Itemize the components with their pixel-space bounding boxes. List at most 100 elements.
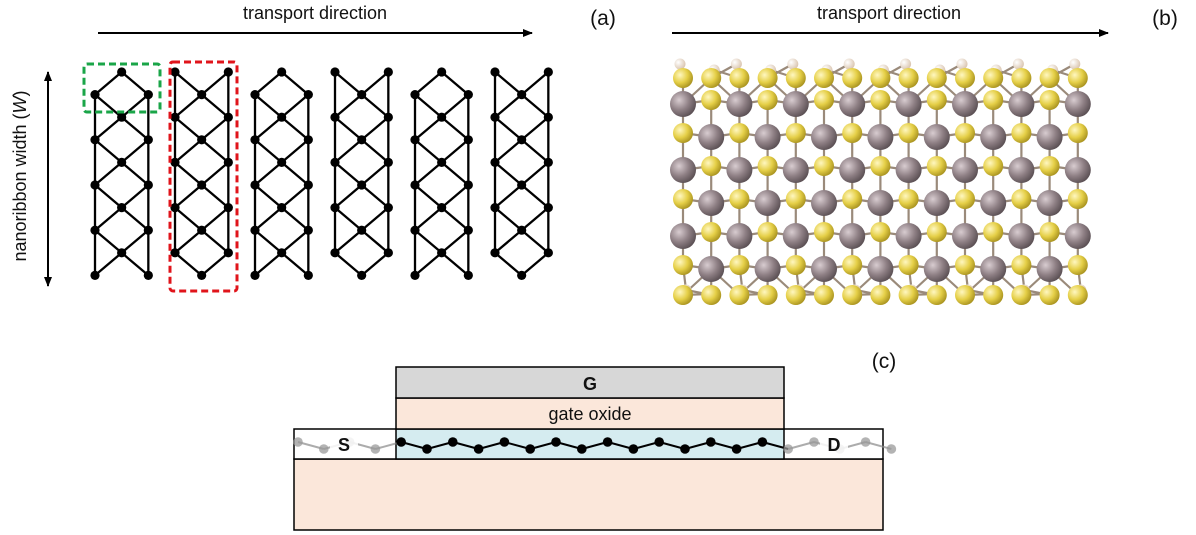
chalcogen-atom xyxy=(898,123,919,143)
lattice-bond xyxy=(94,116,123,141)
lattice-bond xyxy=(280,71,310,96)
carbon-atom xyxy=(543,67,553,77)
metal-atom xyxy=(1036,256,1063,282)
carbon-atom xyxy=(143,90,153,100)
chain-atom xyxy=(551,437,561,447)
lattice-bond xyxy=(120,71,150,96)
chain-atom xyxy=(809,437,819,447)
carbon-atom xyxy=(143,180,153,190)
chalcogen-atom xyxy=(898,68,919,88)
metal-atom xyxy=(1064,91,1091,117)
lattice-bond xyxy=(414,161,443,186)
lattice-bond xyxy=(94,71,123,96)
lattice-bond xyxy=(334,184,363,209)
hydrogen-atom xyxy=(674,58,686,70)
chalcogen-atom xyxy=(1039,68,1060,88)
metal-atom xyxy=(726,157,753,183)
chain-atom xyxy=(783,444,793,454)
chain-atom xyxy=(731,444,742,454)
chalcogen-atom xyxy=(898,285,919,305)
metal-atom xyxy=(839,91,866,117)
carbon-atom xyxy=(223,67,233,77)
chalcogen-atom xyxy=(870,222,891,242)
chalcogen-atom xyxy=(870,156,891,176)
lattice-bond xyxy=(254,93,283,119)
chalcogen-atom xyxy=(814,156,834,176)
carbon-atom xyxy=(543,248,553,258)
carbon-atom xyxy=(90,135,100,145)
carbon-atom xyxy=(90,90,100,100)
chain-atom xyxy=(448,437,458,447)
lattice-bond xyxy=(520,251,550,277)
metal-atom xyxy=(754,124,781,150)
lattice-bond xyxy=(174,116,203,141)
chalcogen-atom xyxy=(1011,189,1032,209)
lattice-bond xyxy=(334,251,363,277)
metal-atom xyxy=(839,157,866,183)
lattice-bond xyxy=(94,184,123,209)
carbon-atom xyxy=(383,157,393,167)
lattice-bond xyxy=(494,71,523,96)
lattice-bond xyxy=(414,71,443,96)
chalcogen-atom xyxy=(1067,189,1088,209)
carbon-atom xyxy=(143,270,153,280)
carbon-atom xyxy=(143,225,153,235)
chalcogen-atom xyxy=(701,90,722,110)
metal-atom xyxy=(811,124,837,150)
lattice-bond xyxy=(120,161,150,186)
lattice-bond xyxy=(414,206,443,232)
carbon-atom xyxy=(197,90,207,100)
chalcogen-atom xyxy=(1039,90,1060,110)
carbon-atom xyxy=(143,135,153,145)
carbon-atom xyxy=(197,225,207,235)
lattice-bond xyxy=(94,206,123,232)
chalcogen-atom xyxy=(1011,255,1032,275)
carbon-atom xyxy=(383,203,393,213)
chalcogen-atom xyxy=(757,68,778,88)
chalcogen-atom xyxy=(729,255,750,275)
lattice-bond xyxy=(174,93,203,119)
transport-direction-label-a: transport direction xyxy=(243,3,387,23)
gate-oxide xyxy=(395,397,785,430)
chalcogen-atom xyxy=(955,68,975,88)
hydrogen-atom xyxy=(787,58,799,70)
chalcogen-atom xyxy=(673,255,693,275)
metal-atom xyxy=(952,157,978,183)
carbon-atom xyxy=(517,270,527,280)
chalcogen-atom xyxy=(729,285,750,305)
carbon-atom xyxy=(223,248,233,258)
carbon-atom xyxy=(410,135,420,145)
chalcogen-atom xyxy=(1039,156,1060,176)
transport-direction-label-b: transport direction xyxy=(817,3,961,23)
source-label: S xyxy=(338,435,350,455)
lattice-bond xyxy=(200,138,230,164)
metal-atom xyxy=(811,190,837,216)
lattice-bond xyxy=(334,138,363,164)
lattice-bond xyxy=(94,251,123,277)
lattice-bond xyxy=(200,161,230,186)
chalcogen-atom xyxy=(757,90,778,110)
lattice-bond xyxy=(200,93,230,119)
lattice-bond xyxy=(360,116,390,141)
carbon-atom xyxy=(117,248,127,258)
chalcogen-atom xyxy=(1039,222,1060,242)
lattice-bond xyxy=(440,184,470,209)
lattice-bond xyxy=(174,206,203,232)
carbon-atom xyxy=(463,90,473,100)
lattice-bond xyxy=(94,138,123,164)
lattice-bond xyxy=(360,229,390,254)
chain-atom xyxy=(422,444,432,454)
source-label-backdrop xyxy=(330,434,358,454)
chain-atom xyxy=(602,437,613,447)
carbon-atom xyxy=(90,270,100,280)
carbon-atom xyxy=(250,90,260,100)
lattice-bond xyxy=(94,93,123,119)
lattice-bond xyxy=(174,251,203,277)
hydrogen-atom xyxy=(1069,58,1081,70)
lattice-bond xyxy=(360,138,390,164)
lattice-bond xyxy=(254,138,283,164)
lattice-bond xyxy=(360,251,390,277)
lattice-bond xyxy=(440,138,470,164)
metal-atom xyxy=(811,256,837,282)
chain-atom xyxy=(370,444,381,454)
